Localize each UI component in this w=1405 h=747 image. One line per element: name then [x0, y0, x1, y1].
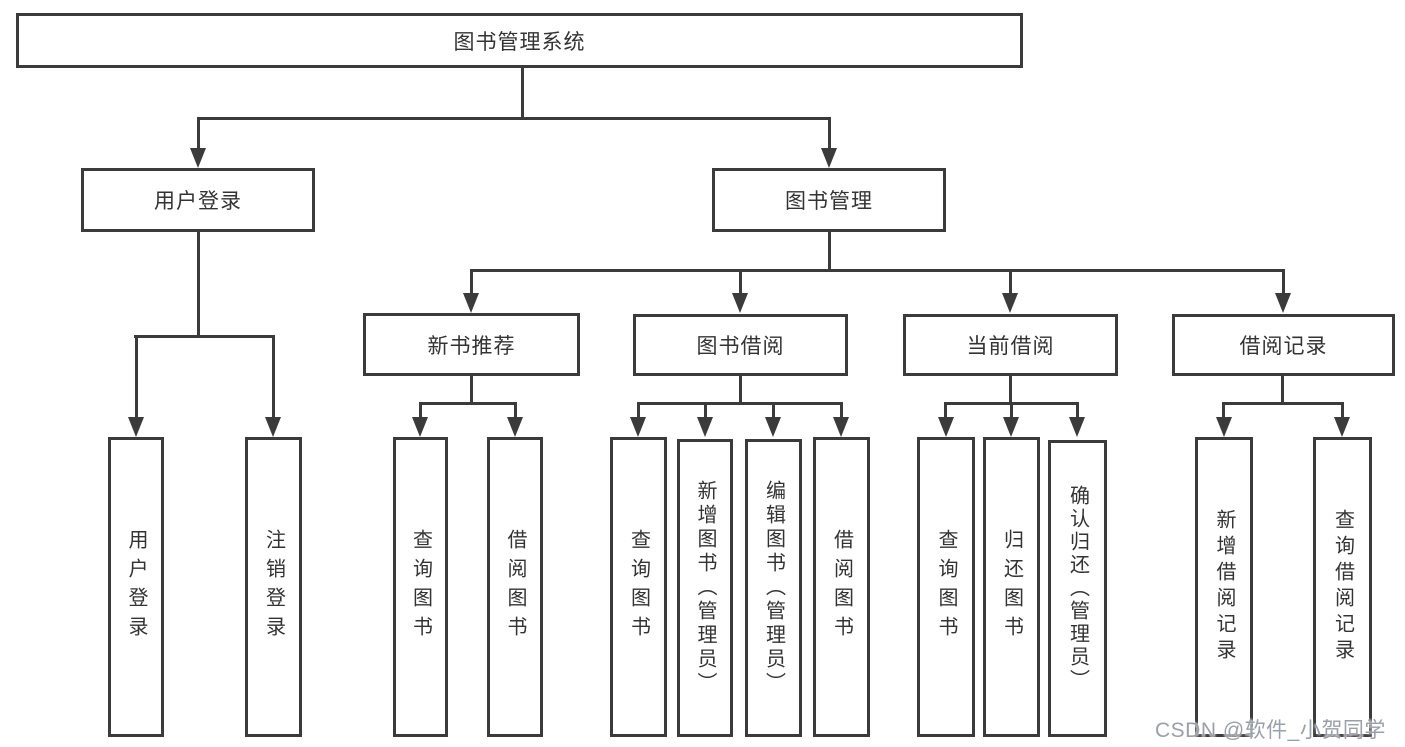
connector-stem	[1009, 376, 1012, 404]
node-borrow-records-label: 借阅记录	[1239, 335, 1328, 358]
connector-drop	[135, 335, 138, 419]
arrowhead	[821, 148, 837, 168]
leaf-query-books-borrow: 查询图书	[610, 437, 667, 737]
leaf-add-borrow-record: 新增借阅记录	[1195, 437, 1253, 737]
connector-drop	[944, 402, 947, 418]
leaf-logout-label: 注销登录	[262, 529, 285, 645]
connector-rail	[637, 402, 843, 405]
leaf-label: 查询图书	[627, 529, 650, 645]
leaf-borrow-books-recommend: 借阅图书	[487, 437, 543, 737]
arrowhead	[128, 417, 144, 437]
connector-drop	[419, 402, 422, 418]
arrowhead	[1216, 417, 1232, 437]
connector-drop	[272, 335, 275, 419]
connector-user-login-rail	[134, 335, 275, 338]
arrowhead	[833, 417, 849, 437]
connector-drop	[772, 402, 775, 418]
connector-drop	[1341, 402, 1344, 418]
arrowhead	[507, 417, 523, 437]
leaf-label: 确认归还（管理员）	[1066, 485, 1089, 692]
leaf-user-login-label: 用户登录	[125, 529, 147, 645]
arrowhead	[190, 148, 206, 168]
leaf-query-books-recommend: 查询图书	[393, 437, 448, 737]
connector-drop	[637, 402, 640, 418]
node-current-borrow: 当前借阅	[903, 314, 1118, 376]
arrowhead	[938, 417, 954, 437]
leaf-label: 借阅图书	[830, 529, 853, 645]
connector-user-login-stem	[197, 232, 200, 338]
leaf-label: 编辑图书（管理员）	[762, 480, 785, 696]
node-book-borrow-label: 图书借阅	[696, 335, 785, 358]
leaf-label: 查询图书	[409, 529, 432, 645]
arrowhead	[1002, 293, 1018, 313]
leaf-query-books-current: 查询图书	[917, 437, 975, 737]
leaf-query-borrow-record: 查询借阅记录	[1313, 437, 1372, 737]
leaf-confirm-return-admin: 确认归还（管理员）	[1048, 440, 1107, 737]
arrowhead	[765, 417, 781, 437]
connector-drop	[1076, 402, 1079, 418]
connector-drop	[1010, 402, 1013, 418]
leaf-add-books-admin: 新增图书（管理员）	[677, 439, 733, 737]
arrowhead	[1003, 417, 1019, 437]
leaf-label: 借阅图书	[504, 529, 526, 645]
connector-rail	[1222, 402, 1344, 405]
leaf-label: 新增借阅记录	[1213, 509, 1235, 665]
connector-l2-drop-left	[197, 117, 200, 150]
node-current-borrow-label: 当前借阅	[966, 335, 1055, 358]
connector-drop	[1009, 269, 1012, 295]
arrowhead	[1275, 293, 1291, 313]
leaf-label: 查询借阅记录	[1331, 509, 1354, 665]
arrowhead	[697, 417, 713, 437]
node-book-management-label: 图书管理	[785, 190, 873, 213]
node-new-book-recommend: 新书推荐	[363, 313, 580, 376]
leaf-label: 新增图书（管理员）	[694, 480, 716, 696]
arrowhead	[265, 417, 281, 437]
leaf-user-login: 用户登录	[108, 437, 164, 737]
connector-drop	[514, 402, 517, 418]
connector-stem	[1281, 376, 1284, 404]
node-root: 图书管理系统	[16, 13, 1023, 68]
connector-drop	[1282, 269, 1285, 295]
connector-drop	[704, 402, 707, 418]
node-new-book-recommend-label: 新书推荐	[427, 334, 516, 358]
node-borrow-records: 借阅记录	[1172, 314, 1395, 376]
arrowhead	[630, 417, 646, 437]
node-book-management: 图书管理	[712, 168, 946, 232]
node-book-borrow: 图书借阅	[633, 314, 848, 376]
node-root-label: 图书管理系统	[453, 30, 586, 54]
connector-drop	[739, 269, 742, 295]
leaf-label: 查询图书	[935, 529, 957, 645]
connector-l3-rail	[471, 269, 1284, 272]
arrowhead	[732, 293, 748, 313]
leaf-edit-books-admin: 编辑图书（管理员）	[745, 439, 802, 737]
arrowhead	[1069, 417, 1085, 437]
connector-l2-rail	[197, 117, 831, 120]
arrowhead	[463, 293, 479, 313]
connector-stem	[470, 376, 473, 404]
connector-drop	[840, 402, 843, 418]
leaf-logout: 注销登录	[245, 437, 302, 737]
connector-drop	[1222, 402, 1225, 418]
node-user-login-label: 用户登录	[154, 190, 242, 213]
connector-root-stem	[521, 68, 524, 120]
csdn-watermark: CSDN @软件_小贺同学	[1155, 719, 1386, 742]
leaf-borrow-books: 借阅图书	[813, 437, 870, 737]
connector-book-mgmt-stem	[828, 232, 831, 271]
connector-l2-drop-right	[828, 117, 831, 150]
connector-rail	[419, 402, 517, 405]
leaf-label: 归还图书	[1000, 529, 1023, 645]
connector-stem	[739, 376, 742, 404]
arrowhead	[412, 417, 428, 437]
connector-drop	[470, 269, 473, 295]
arrowhead	[1334, 417, 1350, 437]
node-user-login: 用户登录	[81, 168, 315, 232]
leaf-return-books: 归还图书	[983, 437, 1040, 737]
